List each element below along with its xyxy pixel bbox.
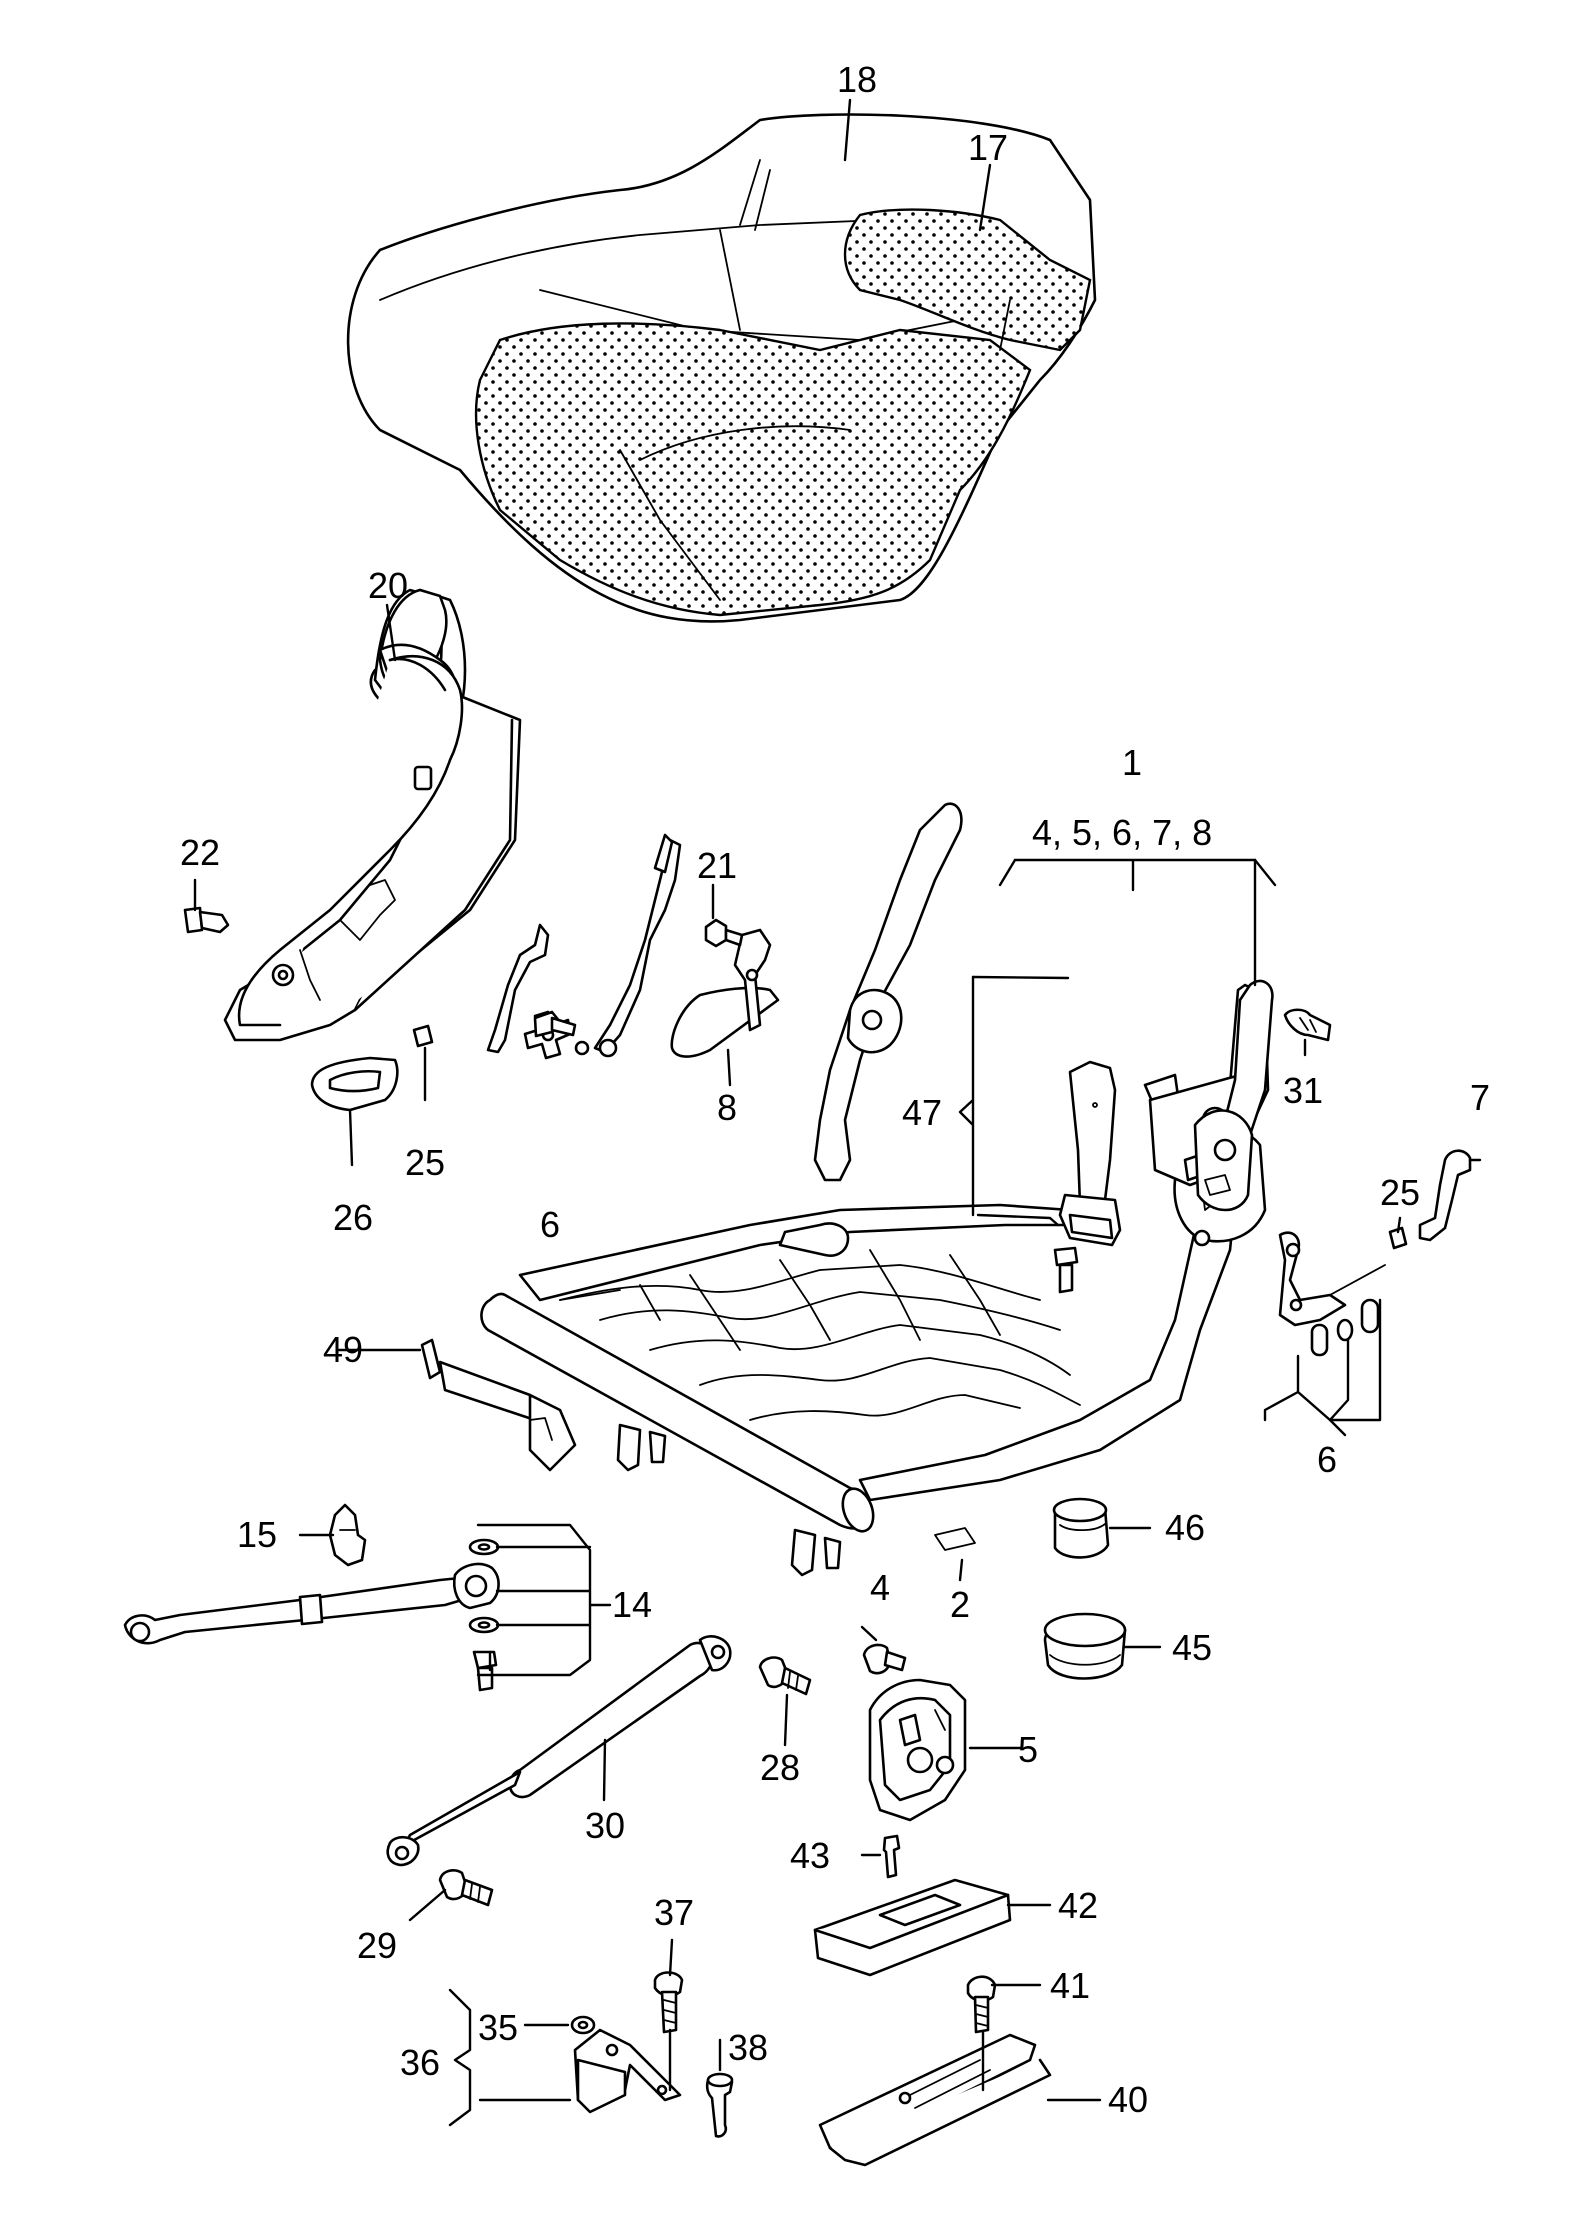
callout-2: 2 [950,1584,970,1625]
lever-group-left[interactable] [486,833,682,1060]
callout-22: 22 [180,832,220,873]
callout-36: 36 [400,2042,440,2083]
callout-28: 28 [760,1747,800,1788]
screw-4[interactable] [862,1643,907,1675]
bolt-near-lever[interactable] [533,1010,577,1038]
callout-15: 15 [237,1514,277,1555]
seat-cushion-foam-rear[interactable] [843,208,1092,352]
callout-42: 42 [1058,1885,1098,1926]
callout-1-sub: 4, 5, 6, 7, 8 [1032,812,1212,853]
callout-46: 46 [1165,1507,1205,1548]
callout-6-right: 6 [1317,1439,1337,1480]
clip-22[interactable] [183,906,230,934]
label-tag-2[interactable] [934,1527,976,1551]
callout-7: 7 [1470,1077,1490,1118]
callout-17: 17 [968,127,1008,168]
pin-38[interactable] [705,2072,734,2138]
seat-cushion-assembly [346,113,1097,623]
callout-20: 20 [368,565,408,606]
side-trim-main[interactable] [223,643,522,1042]
screw-31[interactable] [1283,1008,1332,1042]
callout-21: 21 [697,845,737,886]
callout-38: 38 [728,2027,768,2068]
frame-rear-tube[interactable] [778,1222,850,1257]
lever-group-right[interactable] [1278,1231,1386,1357]
callout-1: 1 [1122,742,1142,783]
callout-4: 4 [870,1567,890,1608]
handle-26[interactable] [310,1056,399,1112]
callout-45: 45 [1172,1627,1212,1668]
pin-43[interactable] [882,1834,901,1879]
callout-29: 29 [357,1925,397,1966]
screw-21[interactable] [704,918,744,948]
lever-7[interactable] [1418,1149,1472,1242]
bolt-41[interactable] [966,1975,997,2034]
seat-frame-1[interactable] [480,802,1274,1577]
seat-cushion-foam-front[interactable] [474,322,1032,617]
bolt-28[interactable] [758,1656,812,1696]
callout-25-right: 25 [1380,1172,1420,1213]
callout-14: 14 [612,1584,652,1625]
leader-lines [193,98,1482,2127]
callout-40: 40 [1108,2079,1148,2120]
nut-35[interactable] [570,2015,596,2035]
callout-41: 41 [1050,1965,1090,2006]
callout-37: 37 [654,1892,694,1933]
bolt-37[interactable] [653,1971,684,2034]
bolt-47[interactable] [1053,1246,1079,1294]
backrest-bracket-47[interactable] [1058,1060,1122,1247]
adjustment-rod[interactable] [123,1576,464,1645]
cap-45[interactable] [1043,1612,1127,1680]
callout-labels: 18 17 20 22 21 1 4, 5, 6, 7, 8 31 7 25 6… [180,59,1490,2120]
callout-30: 30 [585,1805,625,1846]
callout-31: 31 [1283,1070,1323,1111]
bracket-21[interactable] [733,928,772,1032]
clip-15[interactable] [328,1503,367,1567]
cap-46[interactable] [1052,1497,1110,1559]
callout-5: 5 [1018,1729,1038,1770]
gas-strut-30[interactable] [386,1635,732,1867]
recliner-fitting-5[interactable] [868,1678,967,1822]
callout-25-left: 25 [405,1142,445,1183]
clip-25-left[interactable] [412,1024,434,1048]
release-strap-8[interactable] [670,986,780,1058]
callout-6-left: 6 [540,1204,560,1245]
callout-8: 8 [717,1087,737,1128]
cover-42[interactable] [813,1878,1012,1977]
bracket-36[interactable] [573,2028,682,2114]
callout-47: 47 [902,1092,942,1133]
guide-rail-40[interactable] [818,2033,1052,2167]
bolt-29[interactable] [438,1869,494,1907]
callout-18: 18 [837,59,877,100]
bracket-49[interactable] [420,1338,577,1472]
callout-43: 43 [790,1835,830,1876]
callout-35: 35 [478,2007,518,2048]
callout-49: 49 [323,1329,363,1370]
rod-end-fitting[interactable] [452,1538,500,1692]
callout-26: 26 [333,1197,373,1238]
